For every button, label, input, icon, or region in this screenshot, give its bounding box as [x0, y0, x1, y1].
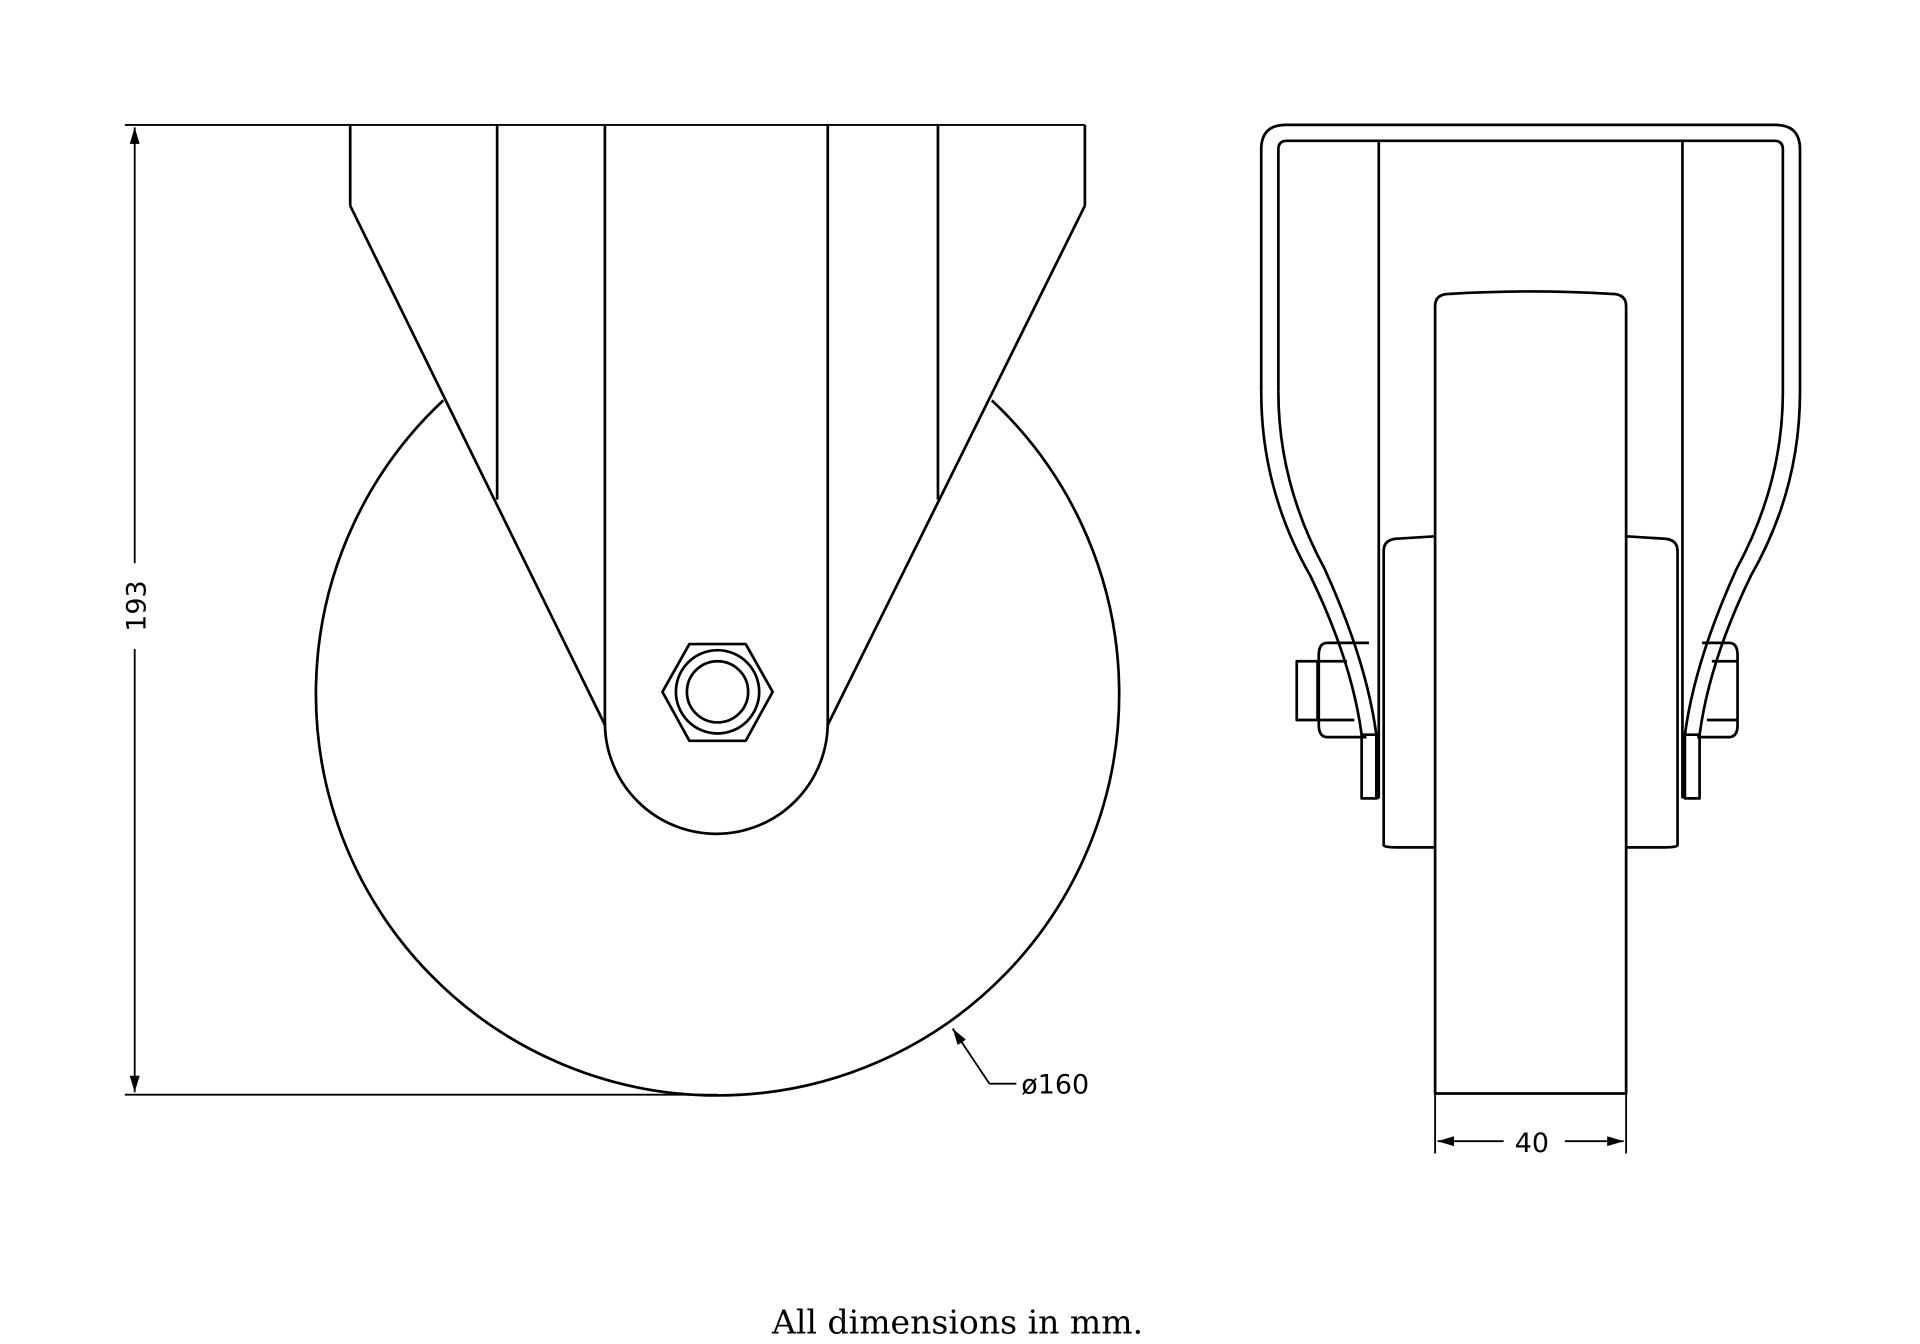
wheel-diameter-label: ø160: [1021, 1069, 1089, 1100]
height-dimension-label: 193: [122, 580, 153, 631]
left-nut-icon: [1295, 641, 1369, 739]
wheel-outline: [314, 399, 1121, 1097]
axle-nut-icon: [661, 642, 774, 743]
wheel-hub: [1382, 534, 1679, 849]
width-dimension-label: 40: [1515, 1128, 1549, 1159]
diameter-leader: [951, 1028, 991, 1085]
side-view: 40: [1259, 123, 1802, 1159]
right-nut-icon: [1697, 641, 1739, 739]
wheel-tread: [1433, 290, 1628, 1095]
units-caption: All dimensions in mm.: [771, 1302, 1143, 1341]
bracket-side: [1259, 123, 1802, 800]
front-view: 193 ø160: [122, 123, 1121, 1100]
fork-bracket: [348, 124, 1087, 836]
